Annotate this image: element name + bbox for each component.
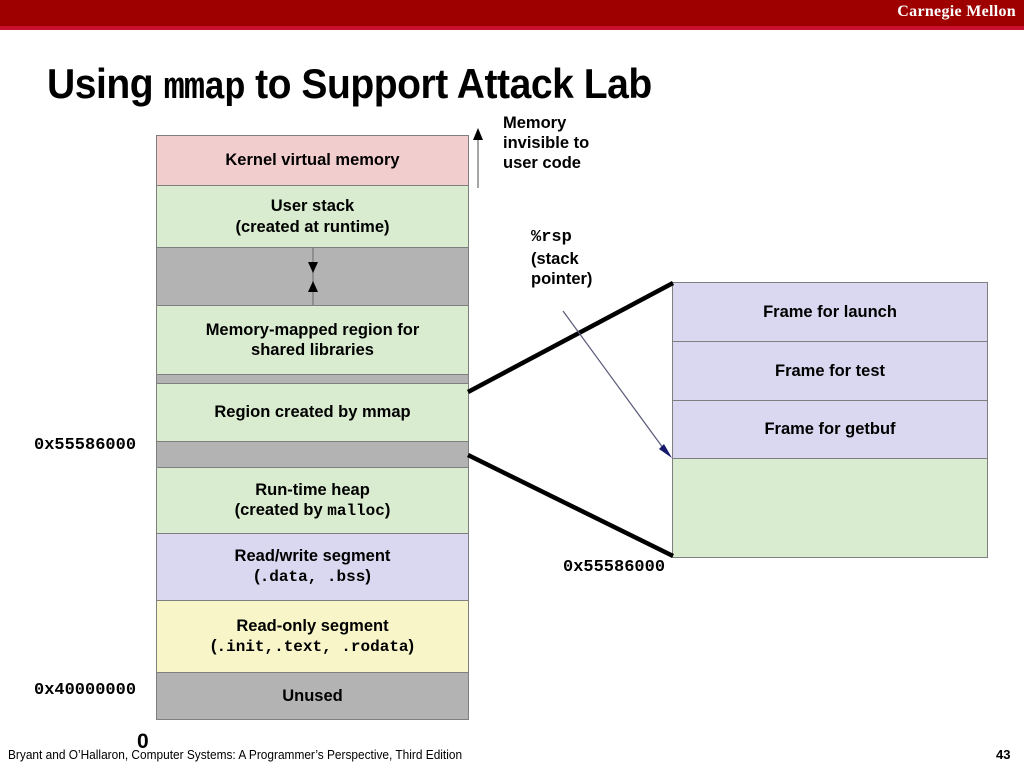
memory-block-shared-libraries: Memory-mapped region for shared librarie… [157,306,468,375]
arrow-down-head [307,262,318,273]
address-label-rodata-base: 0x40000000 [34,681,137,700]
block-label: Read/write segment [234,547,391,566]
block-label: Read-only segment [236,616,389,635]
rsp-desc-line-1: (stack [531,249,579,268]
memory-invisible-line-2: invisible to [503,134,590,153]
rsp-note: %rsp (stack pointer) [531,228,592,289]
memory-block-gap-below-mmap [157,442,468,468]
memory-block-unused: Unused [157,673,468,719]
memory-block-region-created-by-mmap: Region created by mmap [157,384,468,442]
rsp-pointer-arrow [562,310,672,458]
title-part-mono: mmap [163,67,246,110]
frame-label: Frame for getbuf [764,420,896,438]
callout-line-top [466,281,675,394]
memory-block-read-write-segment: Read/write segment (.data, .bss) [157,534,468,601]
memory-invisible-line-1: Memory [503,114,567,132]
rsp-register-label: %rsp [531,228,572,247]
block-sublabel: (created at runtime) [235,217,390,236]
memory-invisible-note: Memory invisible to user code [503,113,589,173]
title-part-after: to Support Attack Lab [244,60,652,107]
address-label-zero: 0 [137,730,149,753]
frame-block-launch: Frame for launch [673,283,987,342]
memory-invisible-line-3: user code [503,154,581,173]
frame-label: Frame for test [774,361,886,380]
frame-block-test: Frame for test [673,342,987,401]
memory-block-gap-above-mmap [157,375,468,384]
frame-label: Frame for launch [763,302,897,321]
page-title: Using mmap to Support Attack Lab [47,60,652,110]
block-label: Memory-mapped region for [205,320,420,339]
frame-block-free-space [673,459,987,557]
memory-block-kernel-virtual-memory: Kernel virtual memory [157,136,468,186]
block-label: Run-time heap [255,480,370,499]
stack-frame-column: Frame for launch Frame for test Frame fo… [672,282,988,558]
arrow-up-head [307,281,318,292]
data-bss-token: .data, .bss [259,568,366,587]
block-sublabel: (created by malloc) [234,500,391,520]
rsp-desc-line-2: pointer) [531,269,593,288]
virtual-memory-column: Kernel virtual memory User stack (create… [156,135,469,720]
memory-block-user-stack: User stack (created at runtime) [157,186,468,248]
header-banner [0,0,1024,26]
block-sublabel: shared libraries [251,341,374,359]
stack-growth-arrows [306,248,320,306]
address-label-mmap-base: 0x55586000 [34,436,137,455]
header-banner-accent [0,26,1024,30]
malloc-token: malloc [327,501,385,520]
block-sublabel: (.data, .bss) [254,567,371,587]
block-label: Region created by mmap [214,403,411,422]
block-label: User stack [270,197,355,216]
block-sublabel: (.init,.text, .rodata) [210,636,415,656]
init-text-rodata-token: .init,.text, .rodata [216,637,409,656]
address-label-frame-base: 0x55586000 [563,558,666,577]
kernel-extent-arrow [473,128,483,188]
block-label: Unused [282,686,343,705]
footer-citation: Bryant and O’Hallaron, Computer Systems:… [8,748,463,762]
title-part-before: Using [47,60,164,107]
frame-block-getbuf: Frame for getbuf [673,401,987,459]
memory-block-stack-growth-gap [157,248,468,306]
callout-line-bottom [467,452,674,559]
memory-block-read-only-segment: Read-only segment (.init,.text, .rodata) [157,601,468,673]
memory-block-runtime-heap: Run-time heap (created by malloc) [157,468,468,534]
block-label: Kernel virtual memory [225,151,400,170]
footer-page-number: 43 [996,747,1011,762]
school-branding: Carnegie Mellon [897,3,1016,20]
